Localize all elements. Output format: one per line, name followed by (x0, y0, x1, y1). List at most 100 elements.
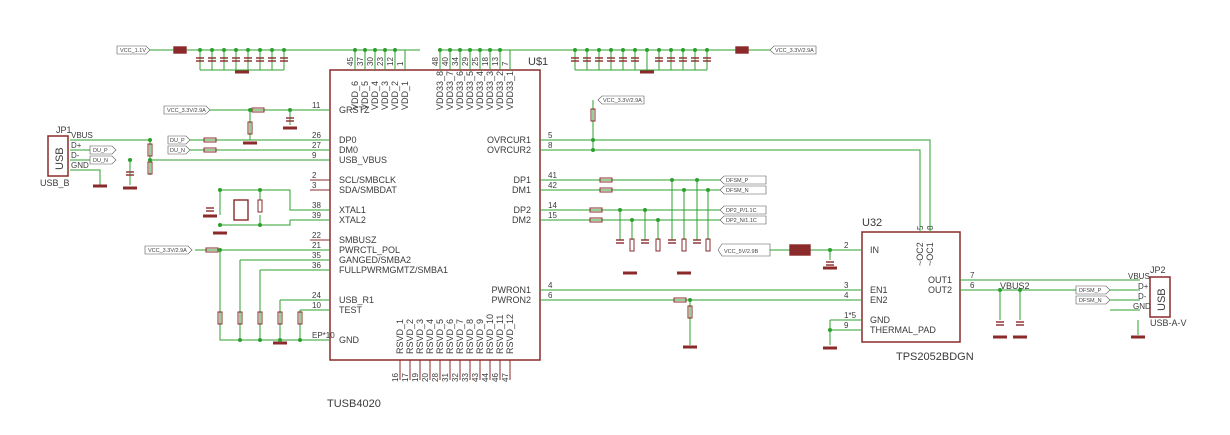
jp1-value: USB_B (40, 178, 70, 188)
u1-pin-number: EP*10 (312, 331, 335, 340)
u1-pin-number: 19 (411, 373, 420, 382)
u1-pin-number: 38 (312, 201, 321, 210)
net-label-dp2-p: DP2_P/1.1C (719, 205, 767, 215)
u1-pin-name: VDD33_8 (435, 71, 445, 110)
wire-junction (373, 48, 377, 52)
svg-text:DU_P: DU_P (93, 148, 108, 154)
net-label-dp2-n: DP2_N/1.1C (719, 215, 767, 225)
u1-pin-number: 39 (312, 211, 321, 220)
u1-pin-number: 11 (312, 101, 321, 110)
u1-pin-number: 21 (312, 241, 321, 250)
wire-junction (218, 223, 222, 227)
jp2-pin-gnd: GND (1133, 302, 1151, 311)
u1-pin-name: RSVD_3 (415, 319, 425, 354)
wire-junction (693, 48, 697, 52)
wire-junction (656, 218, 660, 222)
svg-text:VCC_3.3V/2.9A: VCC_3.3V/2.9A (148, 248, 187, 254)
u1-pin-name: VDD_3 (380, 81, 390, 110)
u1-pin-number: 48 (431, 57, 440, 66)
resistor (589, 207, 603, 213)
u1-pin-number: 22 (312, 231, 321, 240)
wire-junction (282, 48, 286, 52)
wire-junction (218, 248, 222, 252)
jp2-name: JP2 (1150, 265, 1166, 275)
resistor (257, 199, 263, 213)
u1-pin-number: 1 (396, 61, 405, 66)
wire-junction (998, 288, 1002, 292)
u1-pin-number: 6 (548, 291, 553, 300)
u32-pin-number: 2 (844, 241, 849, 250)
svg-text:DFSM_P: DFSM_P (726, 178, 749, 184)
resistor (217, 311, 223, 325)
u1-pin-name: DP2 (513, 205, 531, 215)
svg-text:DFSM_P: DFSM_P (1079, 288, 1102, 294)
wire-junction (498, 48, 502, 52)
wire-junction (468, 48, 472, 52)
wire-junction (218, 188, 222, 192)
u32-pin-number: 6 (970, 281, 975, 290)
resistor (247, 121, 253, 135)
net-label-vcc33-pwr: VCC_3.3V/2.9A (144, 245, 193, 255)
u1-pin-number: 42 (548, 181, 557, 190)
u1-pin-name: RSVD_9 (475, 319, 485, 354)
wire-junction (591, 138, 595, 142)
net-label-vcc33-grstz: VCC_3.3V/2.9A (163, 105, 211, 115)
u1-pin-name: VDD_6 (350, 81, 360, 110)
wire-junction (1018, 288, 1022, 292)
svg-text:DU_N: DU_N (93, 158, 108, 164)
resistor (599, 177, 613, 183)
wire-junction (669, 48, 673, 52)
u32-name: U32 (862, 217, 882, 229)
wire-junction (234, 48, 238, 52)
jp1-body (47, 135, 69, 177)
jp1-pin-vbus: VBUS (71, 131, 93, 140)
wire-junction (682, 188, 686, 192)
u1-pin-number: 8 (548, 141, 553, 150)
jp2-body-label: USB (1156, 288, 1168, 311)
svg-text:DFSM_N: DFSM_N (1079, 298, 1102, 304)
wire-junction (258, 48, 262, 52)
net-label-du-p-u1: DU_P (167, 135, 191, 145)
net-label-dfsm-n-jp2: DFSM_N (1075, 295, 1111, 305)
resistor (277, 311, 283, 325)
wire-junction (585, 48, 589, 52)
wires (70, 49, 1140, 345)
u1-pin-name: GND (339, 335, 360, 345)
u1-pin-number: 2 (312, 171, 317, 180)
resistor (673, 297, 687, 303)
u1-pin-number: 46 (491, 373, 500, 382)
u1-pin-number: 4 (548, 281, 553, 290)
u1-pin-name: PWRCTL_POL (339, 245, 400, 255)
wire-junction (458, 48, 462, 52)
wire-junction (288, 108, 292, 112)
resistor (237, 311, 243, 325)
wire-junction (828, 248, 832, 252)
u1-pin-number: 32 (451, 373, 460, 382)
u32-body (861, 231, 961, 343)
wire-junction (828, 328, 832, 332)
u32-pin-number: 4 (844, 291, 849, 300)
u1-pin-number: 5 (548, 131, 553, 140)
u1-pin-name: VDD_1 (400, 81, 410, 110)
u1-pin-number: 35 (312, 251, 321, 260)
u1-pin-number: 44 (481, 373, 490, 382)
jp1-connector: JP1 USB VBUS D+ D- GND USB_B (40, 125, 93, 188)
wire-junction (148, 138, 152, 142)
u1-pin-number: 18 (481, 57, 490, 66)
wire-junction (238, 338, 242, 342)
u1-pin-name: OVRCUR1 (487, 135, 531, 145)
wire-junction (609, 48, 613, 52)
jp1-pin-gnd: GND (71, 161, 89, 170)
jp1-name: JP1 (56, 125, 72, 135)
u1-pin-number: 17 (401, 373, 410, 382)
u1-pin-name: GRSTZ (339, 105, 370, 115)
u1-pin-name: XTAL1 (339, 205, 366, 215)
u1-value: TUSB4020 (327, 398, 381, 410)
u1-pin-name: SDA/SMBDAT (339, 185, 397, 195)
wire-junction (148, 158, 152, 162)
wire-junction (591, 148, 595, 152)
net-label-vcc33-top: VCC_3.3V/2.9A (769, 45, 817, 55)
resistor (203, 137, 217, 143)
